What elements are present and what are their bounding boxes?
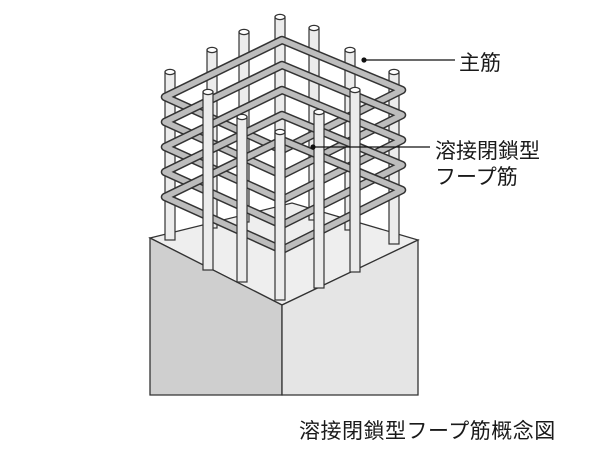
figure-caption: 溶接閉鎖型フープ筋概念図 bbox=[299, 419, 556, 443]
main-rebar-front-4 bbox=[313, 108, 325, 289]
welded-hoop-label-line2: フープ筋 bbox=[435, 165, 518, 190]
welded-hoop-label: 溶接閉鎖型 フープ筋 bbox=[435, 138, 540, 191]
welded-hoop-label-line1: 溶接閉鎖型 bbox=[435, 139, 540, 163]
main-rebars-front bbox=[202, 86, 361, 301]
main-rebar-front-5 bbox=[349, 86, 361, 273]
main-rebar-front-3 bbox=[274, 128, 286, 301]
column-right-face bbox=[281, 238, 419, 396]
main-rebar-front-1 bbox=[202, 88, 214, 271]
main-rebar-label: 主筋 bbox=[459, 51, 501, 75]
main-rebar-front-2 bbox=[236, 113, 248, 283]
leader-lines bbox=[310, 57, 455, 150]
